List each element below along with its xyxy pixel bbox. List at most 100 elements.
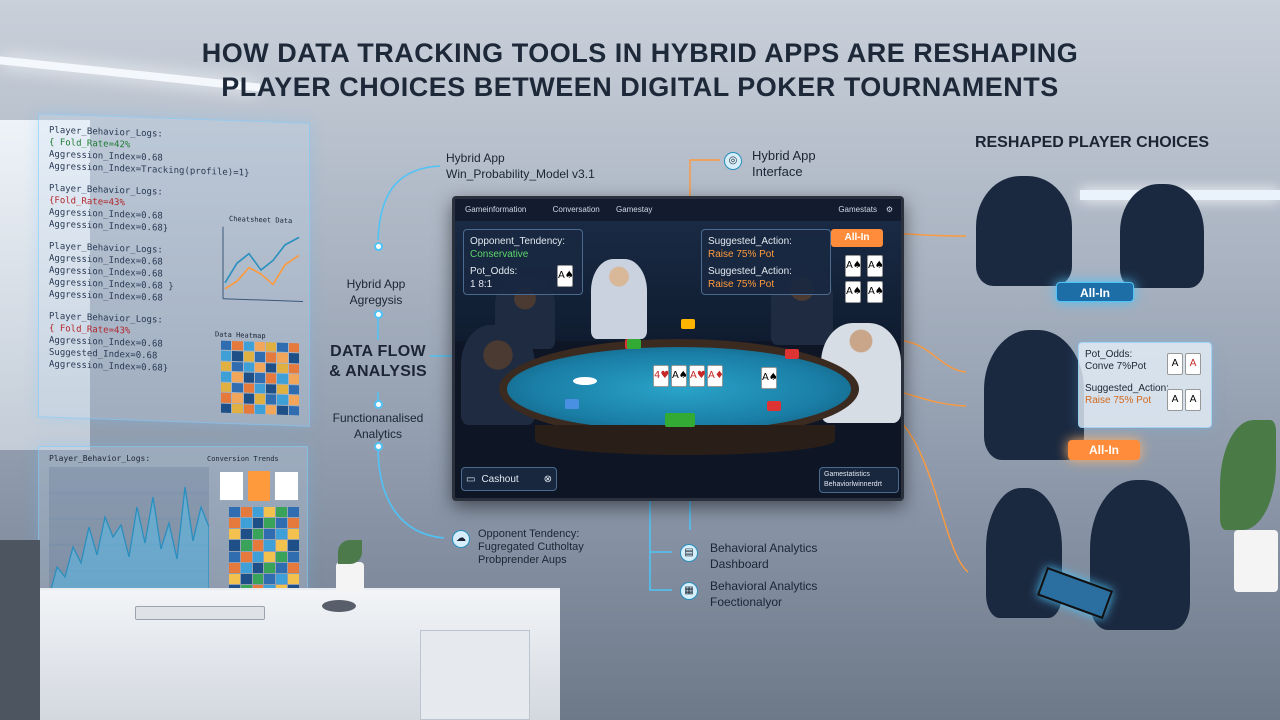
heatmap-cell [276, 507, 288, 518]
dashboard-icon: ▤ [680, 544, 698, 562]
desk-drawer [420, 630, 530, 720]
pot-odds-title: Pot_Odds: [470, 266, 518, 277]
heatmap-cell [252, 562, 264, 573]
heatmap-cell [240, 540, 252, 551]
playing-card: A♥ [689, 365, 706, 387]
monitor-heatmap [229, 507, 299, 595]
heatmap-cell [240, 562, 252, 573]
table-rim [535, 425, 835, 455]
menu-icon[interactable]: ▭ [466, 473, 476, 485]
suggested-action-value-2: Raise 75% Pot [708, 279, 775, 290]
heatmap-cell [252, 529, 264, 540]
line-chart [222, 226, 303, 303]
heatmap-cell [252, 507, 264, 518]
heatmap-cell [288, 562, 299, 573]
heatmap-cell [229, 562, 240, 573]
heatmap-cell [264, 518, 276, 529]
settings-icon[interactable]: ⚙ [885, 205, 893, 214]
player-avatar [591, 259, 647, 339]
heatmap-cell [240, 507, 252, 518]
tab-gamestats[interactable]: Gamestats [838, 205, 877, 214]
chip-stack [627, 339, 641, 349]
poker-screen[interactable]: Gameinformation Conversation Gamestay Ga… [452, 196, 904, 501]
hybrid-interface-label: Hybrid App Interface [752, 148, 816, 179]
flow-node-dot [374, 400, 383, 409]
dealer-button [573, 377, 597, 385]
tab-conversation[interactable]: Conversation [552, 205, 600, 214]
functional-analytics-label: Functionanalised Analytics [332, 411, 424, 441]
player-silhouette-middle [984, 330, 1084, 460]
suggested-action-panel: Suggested_Action: Raise 75% Pot Suggeste… [701, 229, 831, 295]
behavior-logs-panel: Player_Behavior_Logs: { Fold_Rate=42% Ag… [38, 113, 310, 427]
heatmap-cell [229, 540, 240, 551]
window-wall [0, 120, 90, 450]
heatmap-cell [229, 529, 240, 540]
heatmap-cell [276, 540, 288, 551]
heatmap-cell [276, 518, 288, 529]
heatmap-cell [288, 540, 299, 551]
suggested-action-value: Raise 75% Pot [708, 249, 775, 260]
community-cards: 4♥ A♠ A♥ A♦ [653, 365, 724, 387]
heatmap-cell [229, 573, 240, 584]
flow-node-dot [374, 310, 383, 319]
screen-topbar: Gameinformation Conversation Gamestay Ga… [455, 199, 901, 221]
heatmap-cell [252, 551, 264, 562]
all-in-button-top[interactable]: All-In [1056, 282, 1134, 302]
game-statistics-panel[interactable]: Gamestatistics Behaviorlwinnerdrt [819, 467, 899, 493]
heatmap-cell [264, 562, 276, 573]
agregysis-label: Hybrid App Agregysis [346, 277, 406, 307]
all-in-button-middle[interactable]: All-In [1068, 440, 1140, 460]
data-flow-label: DATA FLOW & ANALYSIS [329, 343, 427, 380]
tab-gamestay[interactable]: Gamestay [615, 205, 653, 214]
title-line-2: PLAYER CHOICES BETWEEN DIGITAL POKER TOU… [221, 72, 1059, 102]
flow-node-dot [374, 442, 383, 451]
opponent-tendency-title: Opponent_Tendency: [470, 236, 566, 247]
playing-card: A [1185, 389, 1201, 411]
playing-card: A♠ [867, 255, 884, 277]
chip-stack [565, 399, 579, 409]
opponent-tendency-panel: Opponent_Tendency: Conservative Pot_Odds… [463, 229, 583, 295]
heatmap-cell [276, 529, 288, 540]
bubble-suggested-title: Suggested_Action: [1085, 383, 1169, 394]
side-cards: A♠ A♠ A♠ A♠ [845, 255, 885, 303]
suggested-action-title-2: Suggested_Action: [708, 266, 792, 277]
playing-card: A [1167, 353, 1183, 375]
chat-icon: ☁ [452, 530, 470, 548]
playing-card: A [1167, 389, 1183, 411]
heatmap-cell [288, 518, 299, 529]
heatmap-cell [264, 573, 276, 584]
heatmap-cell [264, 507, 276, 518]
playing-card: A♠ [671, 365, 688, 387]
bubble-pot-odds: Pot_Odds: [1085, 349, 1133, 360]
heatmap-cell [240, 529, 252, 540]
playing-card: A♠ [867, 281, 884, 303]
suggestion-bubble: Pot_Odds: Conve 7%Pot Suggested_Action: … [1078, 342, 1212, 428]
heatmap-cell [240, 573, 252, 584]
analytics-monitor: Player_Behavior_Logs: Conversion Trends [38, 446, 308, 604]
bottom-left-controls: ▭ Cashout ⊗ [461, 467, 557, 491]
heatmap-cell [288, 573, 299, 584]
dashboard-label: Behavioral Analytics Dashboard [710, 541, 818, 571]
chip-stack [767, 401, 781, 411]
playing-card: A♠ [761, 367, 778, 389]
plant-leaves [338, 540, 362, 564]
heatmap-cell [252, 518, 264, 529]
heatmap-cell [276, 551, 288, 562]
plant-pot-small [336, 562, 364, 592]
heatmap-cell [240, 551, 252, 562]
all-in-button[interactable]: All-In [831, 229, 883, 247]
player-silhouette-top-right [1120, 184, 1204, 288]
heatmap-cell [252, 573, 264, 584]
close-icon[interactable]: ⊗ [543, 473, 552, 485]
tab-game-information[interactable]: Gameinformation [465, 205, 527, 214]
monitor-side-title: Conversion Trends [207, 455, 279, 463]
heatmap-cell [276, 562, 288, 573]
plant-pot-right [1234, 530, 1278, 592]
heatmap-cell [229, 507, 240, 518]
chip-stack [681, 319, 695, 329]
monitor-widget-row [219, 471, 300, 501]
playing-card: A♠ [845, 281, 862, 303]
bubble-suggested-value: Raise 75% Pot [1085, 395, 1152, 406]
heatmap-cell [288, 529, 299, 540]
cashout-button[interactable]: Cashout [481, 473, 519, 485]
